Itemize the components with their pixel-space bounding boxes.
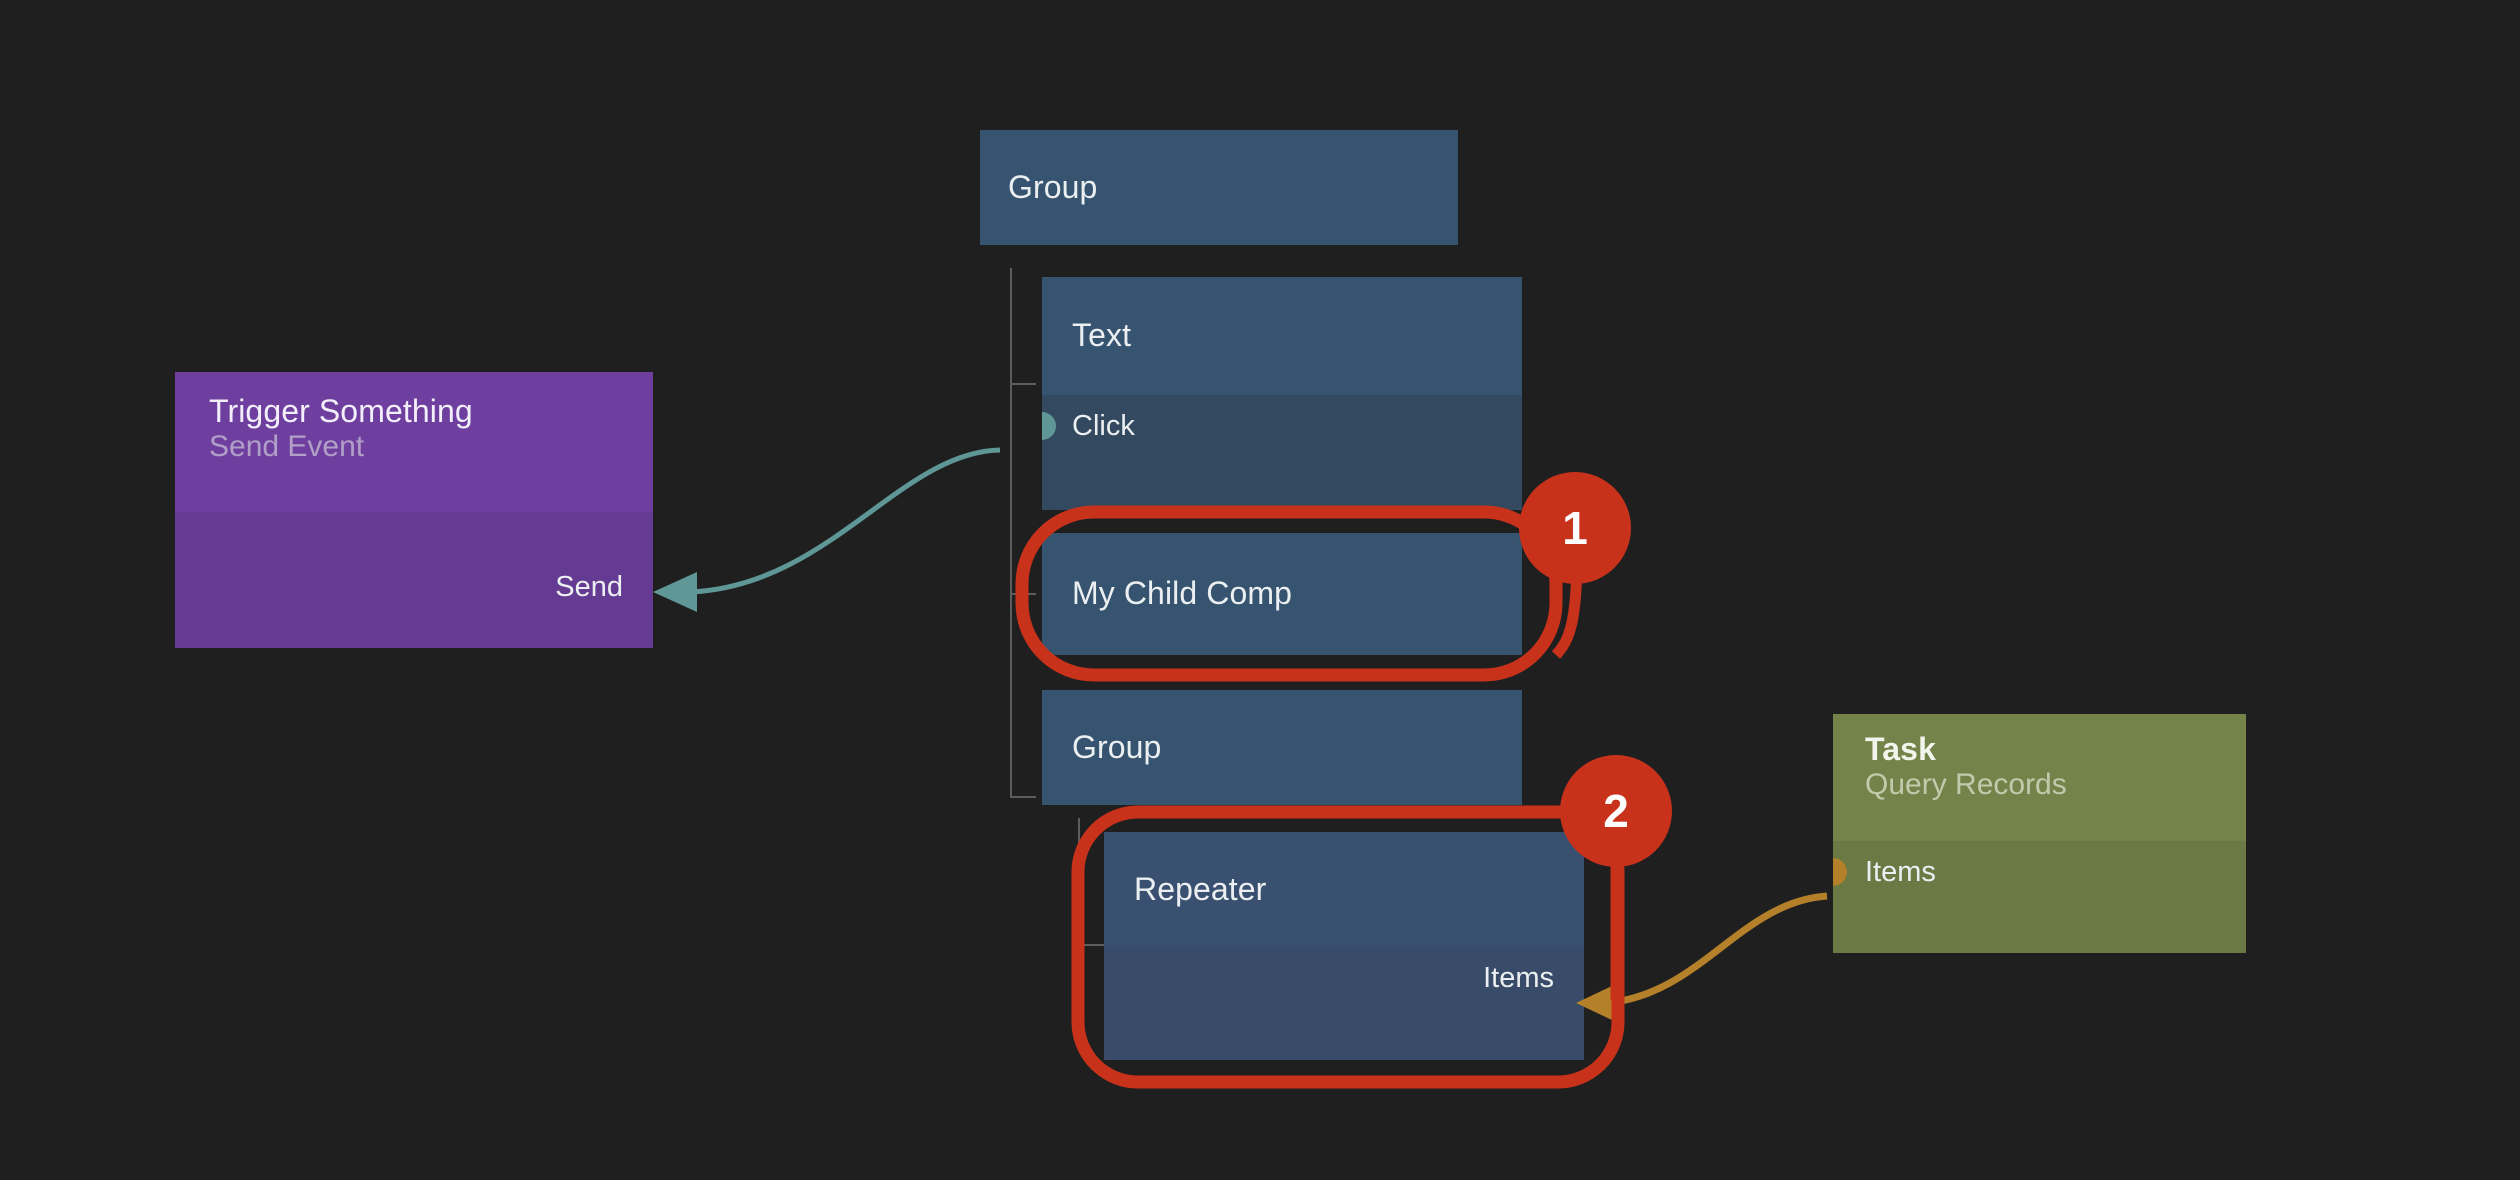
port-label: Send xyxy=(555,571,623,603)
node-title: Group xyxy=(1072,728,1162,765)
annotation-badge-1: 1 xyxy=(1519,472,1631,584)
node-subtitle: Query Records xyxy=(1865,767,2067,801)
node-title: My Child Comp xyxy=(1072,575,1293,612)
tree-guide-branch-text xyxy=(1010,383,1036,385)
node-ports: Items xyxy=(1833,841,2246,953)
tree-guide-branch-group xyxy=(1010,796,1036,798)
node-header: My Child Comp xyxy=(1042,533,1522,655)
port-click[interactable]: Click xyxy=(1042,395,1522,457)
node-header: Text xyxy=(1042,277,1522,395)
port-dot-items[interactable] xyxy=(1833,858,1847,886)
node-group-root[interactable]: Group xyxy=(980,130,1458,245)
annotation-badge-number: 1 xyxy=(1562,502,1588,554)
node-title: Text xyxy=(1072,317,1132,354)
node-header: Group xyxy=(980,130,1458,245)
port-label: Items xyxy=(1865,855,1936,888)
node-repeater[interactable]: Repeater Items xyxy=(1104,832,1584,1060)
connection-click-to-send xyxy=(689,447,1001,595)
node-subtitle: Send Event xyxy=(209,429,365,463)
node-my-child-comp[interactable]: My Child Comp xyxy=(1042,533,1522,655)
annotation-badge-2: 2 xyxy=(1560,755,1672,867)
node-title: Trigger Something xyxy=(209,393,473,429)
node-header: Repeater xyxy=(1104,832,1584,947)
annotation-badge-number: 2 xyxy=(1603,785,1629,837)
port-items-out[interactable]: Items xyxy=(1833,841,2246,903)
node-title: Task xyxy=(1865,731,1936,767)
node-header: Group xyxy=(1042,690,1522,805)
port-send[interactable]: Send xyxy=(175,512,623,616)
port-label: Items xyxy=(1483,961,1554,994)
node-ports: Send xyxy=(175,512,653,648)
node-title: Group xyxy=(1008,168,1098,205)
node-trigger-something[interactable]: Trigger Something Send Event Send xyxy=(175,372,653,648)
node-header: Task Query Records xyxy=(1833,714,2246,841)
arrowhead-send xyxy=(653,572,697,612)
node-group-child[interactable]: Group xyxy=(1042,690,1522,805)
port-label: Click xyxy=(1072,409,1135,442)
node-ports: Items xyxy=(1104,947,1584,1060)
connection-items-to-items xyxy=(1604,892,1828,1007)
node-ports: Click xyxy=(1042,395,1522,510)
tree-guide-branch-child-comp xyxy=(1010,593,1036,595)
tree-guide-vertical-root xyxy=(1010,268,1012,798)
port-dot-click[interactable] xyxy=(1042,412,1056,440)
port-items-in[interactable]: Items xyxy=(1104,947,1554,1009)
node-text[interactable]: Text Click xyxy=(1042,277,1522,510)
node-task[interactable]: Task Query Records Items xyxy=(1833,714,2246,953)
tree-guide-vertical-group xyxy=(1078,818,1080,946)
node-header: Trigger Something Send Event xyxy=(175,372,653,512)
node-title: Repeater xyxy=(1134,870,1267,907)
tree-guide-branch-repeater xyxy=(1078,944,1104,946)
